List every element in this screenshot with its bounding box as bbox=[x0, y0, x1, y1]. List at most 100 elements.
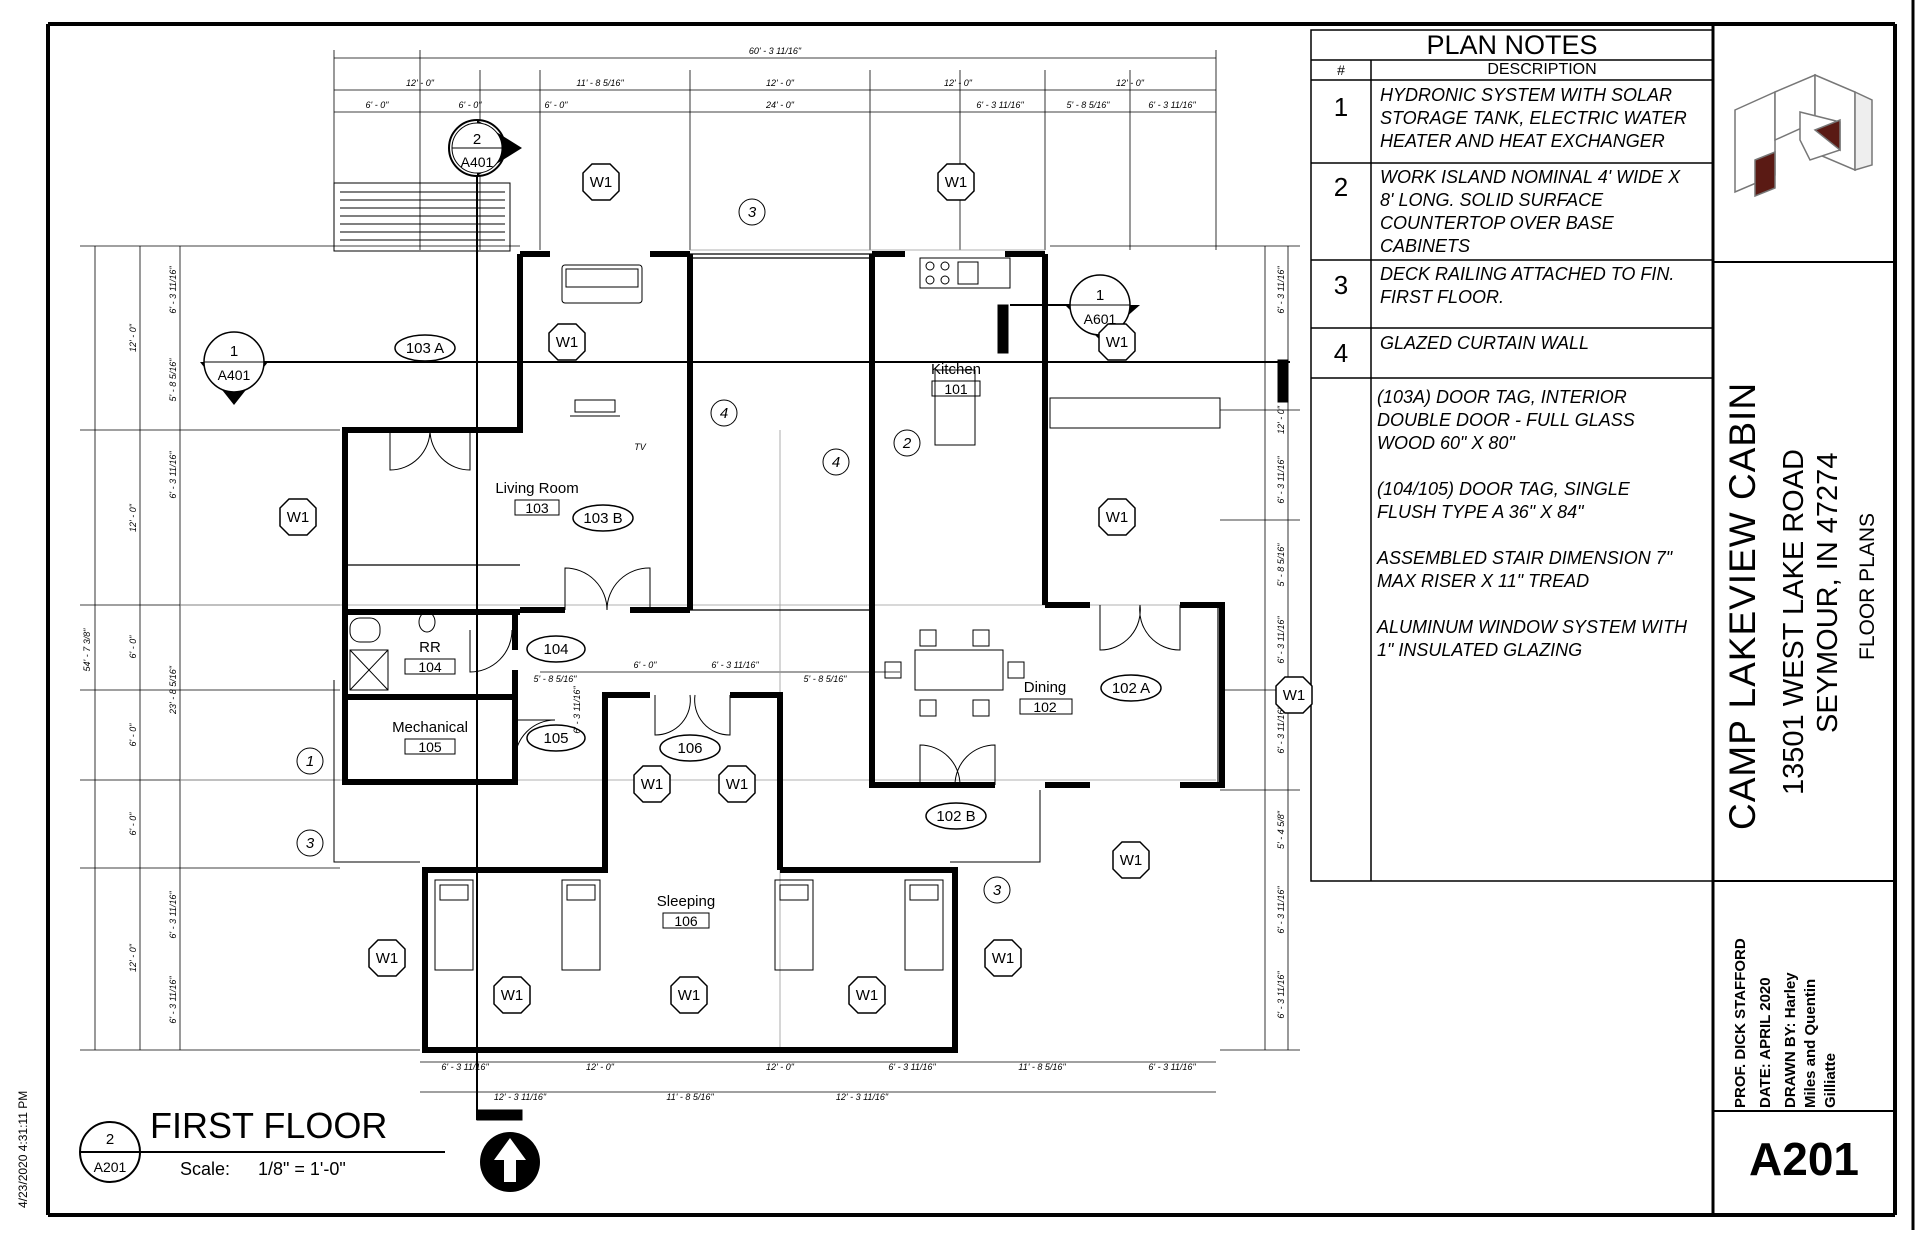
dim-label: 23' - 8 5/16" bbox=[168, 665, 178, 715]
dim-label: 5' - 8 5/16" bbox=[1067, 100, 1111, 110]
dim-label: 12' - 0" bbox=[128, 323, 138, 352]
note-callout: 4 bbox=[720, 405, 728, 422]
window-tag-label: W1 bbox=[992, 950, 1015, 967]
window-tag: W1 bbox=[1098, 498, 1136, 536]
dimension-text-left: 54' - 7 3/8" 23' - 8 5/16" 12' - 0" 12' … bbox=[82, 266, 178, 1024]
project-address: 13501 WEST LAKE ROAD bbox=[1778, 448, 1810, 795]
room-name: Sleeping bbox=[657, 893, 715, 910]
dim-label: 6' - 0" bbox=[634, 660, 658, 670]
dim-label: 12' - 0" bbox=[944, 78, 973, 88]
notes-col-num: # bbox=[1337, 62, 1345, 78]
room-name: RR bbox=[419, 639, 441, 656]
door-tag: 105 bbox=[543, 730, 568, 747]
room-num: 101 bbox=[944, 381, 968, 397]
dim-label: 6' - 3 11/16" bbox=[168, 266, 178, 314]
door-tag: 102 A bbox=[1112, 680, 1150, 697]
dim-label: 6' - 3 11/16" bbox=[1276, 616, 1286, 664]
dim-label: 5' - 8 5/16" bbox=[1276, 543, 1286, 587]
note-text-general: (103A) DOOR TAG, INTERIOR DOUBLE DOOR - … bbox=[1377, 387, 1687, 660]
window-tag-label: W1 bbox=[726, 776, 749, 793]
dim-label: 6' - 3 11/16" bbox=[1148, 100, 1196, 110]
dim-label: 6' - 3 11/16" bbox=[1276, 456, 1286, 504]
sheet-number: A201 bbox=[1749, 1133, 1859, 1185]
dim-label: 6' - 3 11/16" bbox=[168, 451, 178, 499]
section-tag-top-num: 2 bbox=[473, 131, 481, 148]
tv-label: TV bbox=[634, 442, 646, 452]
dim-label: 6' - 3 11/16" bbox=[1148, 1062, 1196, 1072]
note-callout: 3 bbox=[993, 882, 1002, 899]
dimension-text-right: 6' - 3 11/16" 5' - 8 5/16" 6' - 3 11/16"… bbox=[572, 266, 1286, 1019]
curtain-walls bbox=[345, 253, 1223, 785]
dim-label: 24' - 0" bbox=[765, 100, 795, 110]
door-tag: 103 B bbox=[583, 510, 622, 527]
note-callout: 3 bbox=[306, 835, 315, 852]
section-tag-left: 1 A401 bbox=[200, 331, 268, 405]
dim-label: 5' - 4 5/8" bbox=[1276, 810, 1286, 849]
dim-label: 5' - 8 5/16" bbox=[534, 674, 578, 684]
plan-title: FIRST FLOOR bbox=[150, 1105, 387, 1146]
room-name: Dining bbox=[1024, 679, 1067, 696]
dim-label: 12' - 0" bbox=[406, 78, 435, 88]
dim-label: 6' - 3 11/16" bbox=[1276, 971, 1286, 1019]
dim-label: 12' - 3 11/16" bbox=[494, 1092, 547, 1102]
date: DATE: APRIL 2020 bbox=[1757, 977, 1774, 1108]
dim-label: 12' - 0" bbox=[766, 1062, 795, 1072]
door-tag: 103 A bbox=[406, 340, 444, 357]
door-tags: 103 A 103 B 104 105 106 102 A 102 B bbox=[394, 334, 1162, 830]
drawn-by-1: DRAWN BY: Harley bbox=[1782, 972, 1799, 1108]
professor: PROF. DICK STAFFORD bbox=[1732, 938, 1749, 1108]
room-num: 103 bbox=[525, 500, 549, 516]
dim-label: 12' - 0" bbox=[766, 78, 795, 88]
room-name: Mechanical bbox=[392, 719, 468, 736]
door-tag: 104 bbox=[543, 641, 568, 658]
window-tag-label: W1 bbox=[1106, 509, 1129, 526]
dim-label: 12' - 0" bbox=[1276, 405, 1286, 434]
window-tag: W1 bbox=[633, 765, 671, 803]
print-timestamp: 4/23/2020 4:31:11 PM bbox=[16, 1090, 30, 1208]
project-name: CAMP LAKEVIEW CABIN bbox=[1722, 381, 1763, 830]
door-tag: 102 B bbox=[936, 808, 975, 825]
room-name: Living Room bbox=[495, 480, 578, 497]
window-tag-label: W1 bbox=[678, 987, 701, 1004]
furniture bbox=[349, 257, 1025, 971]
scale-label: Scale: bbox=[180, 1159, 230, 1179]
window-tag: W1 bbox=[368, 939, 406, 977]
dim-label: 6' - 3 11/16" bbox=[711, 660, 759, 670]
window-tag-label: W1 bbox=[1120, 852, 1143, 869]
dim-label: 12' - 0" bbox=[128, 503, 138, 532]
notes-header: PLAN NOTES bbox=[1426, 30, 1598, 60]
dim-label: 6' - 3 11/16" bbox=[168, 891, 178, 939]
dim-label: 12' - 0" bbox=[128, 943, 138, 972]
dim-label: 6' - 3 11/16" bbox=[888, 1062, 936, 1072]
notes-col-desc: DESCRIPTION bbox=[1487, 61, 1597, 78]
doors bbox=[389, 429, 1181, 786]
window-tag-label: W1 bbox=[501, 987, 524, 1004]
window-tag-label: W1 bbox=[945, 174, 968, 191]
dim-label: 6' - 3 11/16" bbox=[1276, 886, 1286, 934]
window-tag: W1 bbox=[1112, 841, 1150, 879]
window-tag: W1 bbox=[670, 976, 708, 1014]
section-tag-left-sheet: A401 bbox=[218, 367, 251, 383]
window-tag-label: W1 bbox=[1283, 687, 1306, 704]
note-callout: 3 bbox=[748, 204, 757, 221]
note-text: WORK ISLAND NOMINAL 4' WIDE X 8' LONG. S… bbox=[1380, 167, 1681, 256]
room-num: 104 bbox=[418, 659, 442, 675]
view-title-tag: 2 A201 FIRST FLOOR Scale: 1/8" = 1'-0" bbox=[79, 1105, 445, 1183]
dim-label: 6' - 0" bbox=[366, 100, 390, 110]
window-tag-label: W1 bbox=[590, 174, 613, 191]
firm-logo bbox=[1734, 73, 1873, 198]
section-tag-top-sheet: A401 bbox=[461, 154, 494, 170]
window-tag: W1 bbox=[1275, 676, 1313, 714]
note-callout: 4 bbox=[832, 454, 840, 471]
view-tag-num: 2 bbox=[106, 1131, 114, 1148]
dim-label: 6' - 3 11/16" bbox=[168, 976, 178, 1024]
dim-label: 6' - 3 11/16" bbox=[1276, 266, 1286, 314]
title-block bbox=[1713, 261, 1895, 1112]
dim-label: 6' - 3 11/16" bbox=[976, 100, 1024, 110]
room-name: Kitchen bbox=[931, 361, 981, 378]
note-text: DECK RAILING ATTACHED TO FIN. FIRST FLOO… bbox=[1380, 264, 1675, 307]
window-tag-label: W1 bbox=[376, 950, 399, 967]
dim-label: 11' - 8 5/16" bbox=[1018, 1062, 1066, 1072]
dim-label: 6' - 3 11/16" bbox=[1276, 706, 1286, 754]
